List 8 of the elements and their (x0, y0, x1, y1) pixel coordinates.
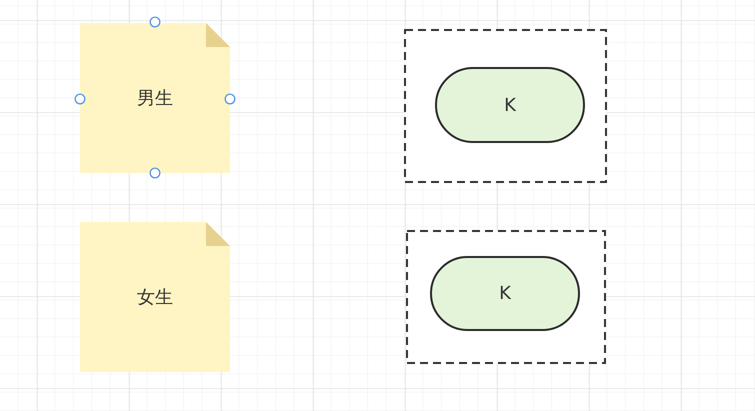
dashed-box (406, 230, 606, 364)
node-label: K (499, 283, 511, 304)
sticky-note (80, 222, 230, 372)
node-label: 男生 (137, 87, 173, 110)
node-label: K (504, 94, 516, 116)
dashed-box (404, 29, 607, 183)
node-label: 女生 (137, 286, 173, 309)
sticky-note (80, 23, 230, 173)
